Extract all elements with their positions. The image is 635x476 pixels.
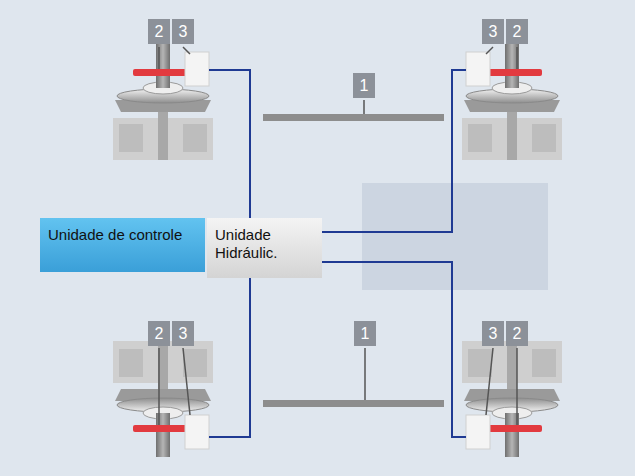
node-text: Unidade Hidráulic. bbox=[215, 226, 314, 262]
leader-line bbox=[486, 47, 493, 54]
background-panel bbox=[362, 183, 548, 290]
callout-number: 3 bbox=[482, 321, 504, 346]
hydraulic-wire bbox=[322, 70, 466, 232]
wheel-assembly bbox=[462, 341, 562, 457]
leader-line bbox=[183, 348, 190, 415]
callout-number: 3 bbox=[172, 321, 194, 346]
leader-line bbox=[363, 100, 365, 114]
leader-line bbox=[183, 47, 190, 54]
leader-line bbox=[516, 47, 518, 69]
leader-line bbox=[486, 348, 493, 415]
callout-number: 2 bbox=[506, 19, 528, 44]
wheel-assembly bbox=[462, 44, 562, 160]
leader-line bbox=[158, 348, 160, 425]
axle-bar bbox=[263, 400, 444, 407]
callout-number: 1 bbox=[354, 321, 376, 346]
leader-line bbox=[159, 47, 517, 425]
wheel-assembly bbox=[113, 44, 213, 160]
node-text: Unidade de controle bbox=[48, 226, 197, 244]
callout-number: 3 bbox=[482, 19, 504, 44]
hydraulic-wire bbox=[209, 278, 250, 437]
hydraulic-unit-box: Unidade Hidráulic. bbox=[207, 218, 322, 278]
hydraulic-wire bbox=[322, 262, 466, 437]
callout-number: 2 bbox=[506, 321, 528, 346]
leader-line bbox=[158, 47, 160, 69]
callout-number: 1 bbox=[353, 73, 375, 98]
leader-line bbox=[364, 348, 366, 400]
wheel-assembly bbox=[113, 341, 213, 457]
hydraulic-wire bbox=[209, 70, 250, 218]
callout-number: 2 bbox=[148, 19, 170, 44]
callout-number: 2 bbox=[148, 321, 170, 346]
axle-bar bbox=[263, 114, 444, 121]
hydraulic-wire bbox=[209, 70, 466, 437]
leader-line bbox=[516, 348, 518, 425]
control-unit-box: Unidade de controle bbox=[40, 218, 205, 272]
callout-number: 3 bbox=[172, 19, 194, 44]
